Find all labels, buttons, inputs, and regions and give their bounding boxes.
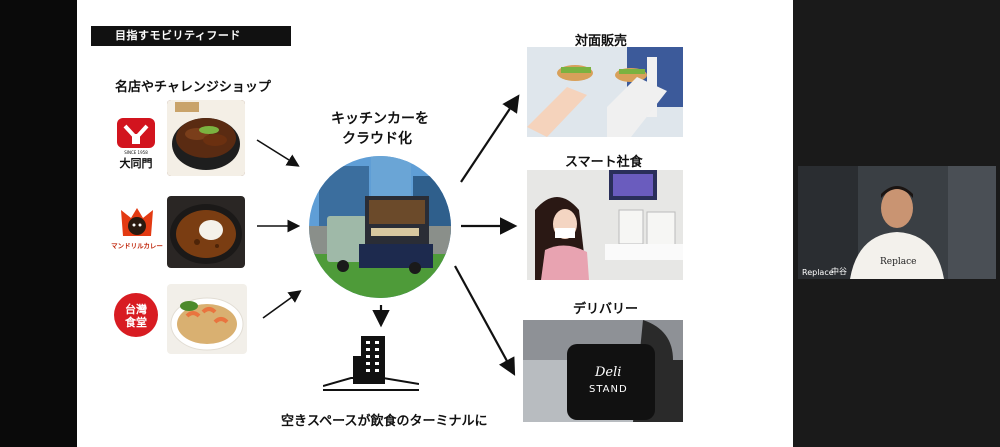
photo-face-to-face-sales <box>527 47 683 137</box>
bottom-caption: 空きスペースが飲食のターミナルに <box>281 414 488 429</box>
shared-slide: 目指すモビリティフード 名店やチャレンジショップ SINCE 1958 大同門 <box>77 0 793 447</box>
mandrill-text: マンドリルカレー <box>111 242 163 250</box>
label-face-to-face-sales: 対面販売 <box>575 34 628 49</box>
slide-tag: 目指すモビリティフード <box>91 26 291 46</box>
food-photo-beef-bowl <box>167 100 245 176</box>
label-smart-cafeteria: スマート社食 <box>565 155 643 170</box>
bag-text-deli: Deli <box>594 365 621 380</box>
participant-label: Replace <box>802 268 834 277</box>
photo-delivery: Deli STAND <box>523 320 683 422</box>
svg-text:食堂: 食堂 <box>125 315 147 329</box>
svg-text:台灣: 台灣 <box>125 302 147 316</box>
daidomon-logo: SINCE 1958 大同門 <box>113 116 159 172</box>
center-heading-line2: クラウド化 <box>342 131 412 147</box>
participant-name: 中谷 <box>831 267 847 276</box>
taiwan-shokudo-logo: 台灣 食堂 <box>111 290 161 340</box>
label-delivery: デリバリー <box>573 302 639 317</box>
mandrill-curry-logo: マンドリルカレー <box>111 206 163 252</box>
center-heading-line1: キッチンカーを <box>331 111 429 127</box>
food-photo-curry <box>167 196 245 268</box>
shirt-text: Replace <box>880 257 916 267</box>
food-photo-noodles <box>167 284 247 354</box>
kitchen-car-photo <box>309 156 451 298</box>
daidomon-text: 大同門 <box>120 156 153 170</box>
bag-text-stand: STAND <box>589 384 628 395</box>
participant-video-tile[interactable]: Replace Replace 中谷 <box>798 166 996 279</box>
photo-smart-cafeteria <box>527 170 683 280</box>
svg-text:SINCE 1958: SINCE 1958 <box>124 150 148 155</box>
left-heading: 名店やチャレンジショップ <box>115 80 271 95</box>
building-icon <box>322 334 420 396</box>
flow-arrows <box>256 94 520 376</box>
